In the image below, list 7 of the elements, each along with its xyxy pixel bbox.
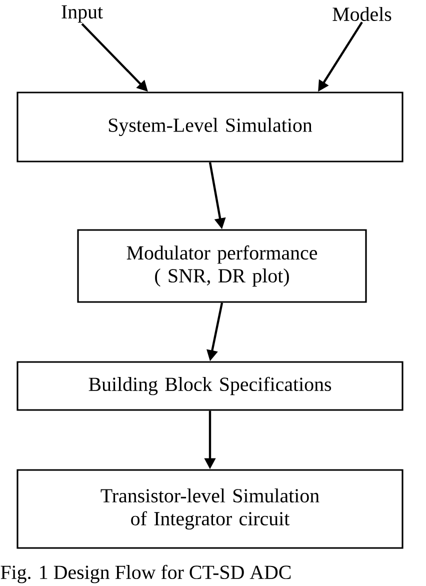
input-label: Models [332, 7, 392, 21]
process-box: Modulator performance ( SNR, DR plot) [77, 229, 367, 303]
process-box: System-Level Simulation [16, 92, 404, 162]
caption: Fig. 1 Design Flow for CT-SD ADC [0, 564, 291, 584]
process-box: Building Block Specifications [16, 361, 404, 411]
process-box: Transistor-level Simulation of Integrator circuit [16, 469, 404, 549]
input-label: Input [62, 5, 103, 23]
